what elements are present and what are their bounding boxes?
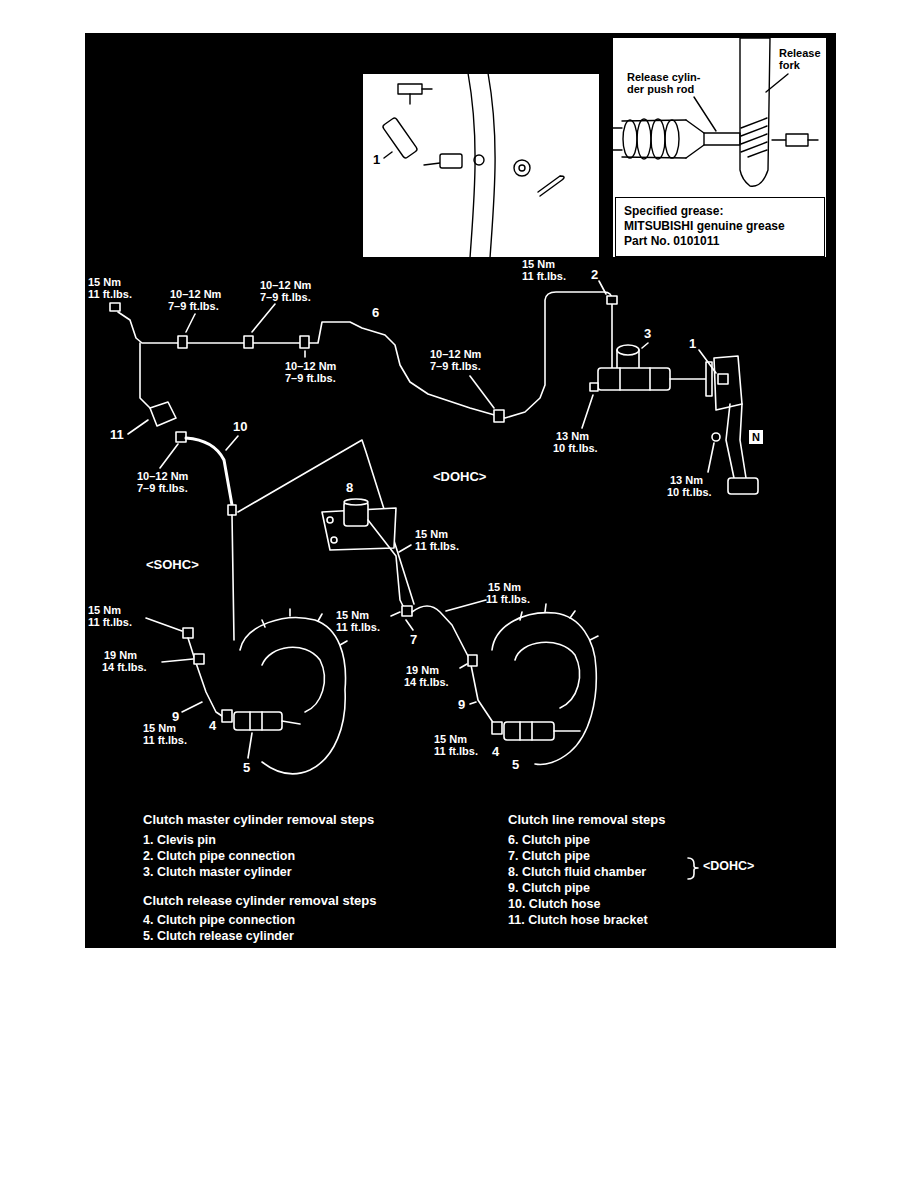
torque-spec: 10–12 Nm xyxy=(285,360,336,372)
torque-spec: 19 Nm xyxy=(104,649,137,661)
torque-spec: 7–9 ft.lbs. xyxy=(430,360,481,372)
callout-number: 11 xyxy=(110,427,124,442)
torque-spec: 15 Nm xyxy=(143,722,176,734)
list-item: 6. Clutch pipe xyxy=(508,833,590,848)
callout-number: 6 xyxy=(372,305,379,320)
torque-spec: 14 ft.lbs. xyxy=(404,676,449,688)
torque-spec: 15 Nm xyxy=(336,609,369,621)
torque-spec: 10–12 Nm xyxy=(137,470,188,482)
torque-spec: 15 Nm xyxy=(522,258,555,270)
torque-spec: 11 ft.lbs. xyxy=(486,593,530,605)
torque-spec: 11 ft.lbs. xyxy=(415,540,459,552)
torque-spec: 15 Nm xyxy=(88,276,121,288)
torque-spec: 7–9 ft.lbs. xyxy=(260,291,311,303)
torque-spec: 10 ft.lbs. xyxy=(553,442,598,454)
torque-spec: 15 Nm xyxy=(415,528,448,540)
heading: Clutch line removal steps xyxy=(508,812,666,827)
torque-spec: 11 ft.lbs. xyxy=(434,745,478,757)
list-item: 11. Clutch hose bracket xyxy=(508,913,648,928)
detail-inset: 1 xyxy=(362,73,600,258)
callout-number: 9 xyxy=(172,709,179,724)
torque-spec: 7–9 ft.lbs. xyxy=(137,482,188,494)
inset-ground xyxy=(612,37,826,258)
torque-spec: 7–9 ft.lbs. xyxy=(168,300,219,312)
part-name: Release cylin- der push rod xyxy=(627,71,713,95)
callout-number: 8 xyxy=(346,480,353,495)
torque-spec: 11 ft.lbs. xyxy=(88,616,132,628)
list-item: 8. Clutch fluid chamber xyxy=(508,865,646,880)
callout-number: 4 xyxy=(209,718,216,733)
note-box: Specified grease: MITSUBISHI genuine gre… xyxy=(615,197,825,257)
black-panel xyxy=(85,33,836,948)
torque-spec: 11 ft.lbs. xyxy=(88,288,132,300)
note-text: Specified grease: MITSUBISHI genuine gre… xyxy=(624,204,792,249)
torque-spec: 11 ft.lbs. xyxy=(522,270,566,282)
list-item: 9. Clutch pipe xyxy=(508,881,590,896)
torque-spec: 15 Nm xyxy=(488,581,521,593)
torque-spec: 13 Nm xyxy=(670,474,703,486)
list-item: 3. Clutch master cylinder xyxy=(143,865,292,880)
hydraulic-lines xyxy=(110,281,758,879)
callout-number: 9 xyxy=(458,697,465,712)
torque-spec: 10–12 Nm xyxy=(260,279,311,291)
symbol-box: N xyxy=(748,429,764,445)
inset-ground xyxy=(362,73,600,258)
list-item: 2. Clutch pipe connection xyxy=(143,849,295,864)
heading: <DOHC> xyxy=(433,469,486,484)
torque-spec: 15 Nm xyxy=(88,604,121,616)
symbol-letter: N xyxy=(752,431,760,443)
callout-number: 7 xyxy=(410,632,417,647)
callout-number: 2 xyxy=(591,267,598,282)
callout-number: 3 xyxy=(644,326,651,341)
list-item: <DOHC> xyxy=(703,859,754,874)
torque-spec: 10–12 Nm xyxy=(170,288,221,300)
list-item: 1. Clevis pin xyxy=(143,833,216,848)
callout-number: 1 xyxy=(689,336,696,351)
list-item: 5. Clutch release cylinder xyxy=(143,929,294,944)
torque-spec: 15 Nm xyxy=(434,733,467,745)
part-name: Release fork xyxy=(779,47,825,71)
heading: Clutch release cylinder removal steps xyxy=(143,893,376,908)
torque-spec: 10 ft.lbs. xyxy=(667,486,712,498)
heading: <SOHC> xyxy=(146,557,199,572)
torque-spec: 10–12 Nm xyxy=(430,348,481,360)
torque-spec: 19 Nm xyxy=(406,664,439,676)
callout-number: 1 xyxy=(373,152,380,167)
list-item: 4. Clutch pipe connection xyxy=(143,913,295,928)
torque-spec: 14 ft.lbs. xyxy=(102,661,147,673)
torque-spec: 11 ft.lbs. xyxy=(143,734,187,746)
callout-number: 5 xyxy=(512,757,519,772)
callout-number: 10 xyxy=(233,419,247,434)
detail-inset: Release forkRelease cylin- der push rodS… xyxy=(612,37,829,258)
torque-spec: 13 Nm xyxy=(556,430,589,442)
callout-number: 4 xyxy=(492,744,499,759)
callout-number: 5 xyxy=(243,760,250,775)
heading: Clutch master cylinder removal steps xyxy=(143,812,374,827)
list-item: 7. Clutch pipe xyxy=(508,849,590,864)
torque-spec: 11 ft.lbs. xyxy=(336,621,380,633)
torque-spec: 7–9 ft.lbs. xyxy=(285,372,336,384)
list-item: 10. Clutch hose xyxy=(508,897,600,912)
